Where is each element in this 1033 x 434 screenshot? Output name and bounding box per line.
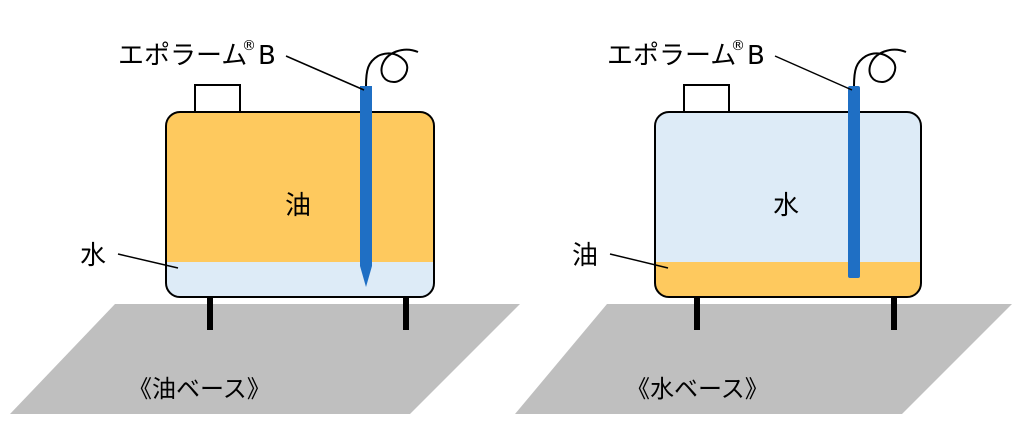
product-label: エポラーム <box>118 41 247 71</box>
bottom-layer-label: 油 <box>572 241 598 271</box>
bottom-layer-leader-line <box>609 253 669 269</box>
tank-body <box>165 111 435 298</box>
tank-cap <box>194 84 241 114</box>
top-layer-label: 油 <box>285 191 311 221</box>
product-leader-line <box>285 55 365 91</box>
product-suffix: B <box>747 41 765 71</box>
top-layer-label: 水 <box>773 191 799 221</box>
registered-mark: ® <box>731 38 745 54</box>
product-label: エポラーム <box>607 41 736 71</box>
oil-base-diagram: エポラーム ® B 油 水 《油ベース》 <box>10 38 520 414</box>
water-base-diagram: エポラーム ® B 水 油 《水ベース》 <box>515 38 1012 414</box>
oil-layer <box>166 112 434 262</box>
floor <box>515 304 1012 414</box>
oil-layer <box>655 262 921 297</box>
sensor-rod <box>360 86 372 266</box>
sensor-cable <box>853 48 907 87</box>
bottom-layer-leader-line <box>117 253 179 269</box>
product-leader-line <box>774 55 853 91</box>
sensor-tip <box>360 266 372 287</box>
registered-mark: ® <box>242 38 256 54</box>
tank-cap <box>683 84 730 114</box>
bottom-layer-label: 水 <box>80 241 106 271</box>
tank-body <box>654 111 922 298</box>
product-suffix: B <box>258 41 276 71</box>
water-layer <box>166 262 434 297</box>
caption: 《油ベース》 <box>128 375 271 403</box>
floor <box>10 304 520 414</box>
caption: 《水ベース》 <box>626 375 769 403</box>
sensor-rod <box>848 86 860 278</box>
sensor-cable <box>365 48 419 87</box>
water-layer <box>655 112 921 262</box>
